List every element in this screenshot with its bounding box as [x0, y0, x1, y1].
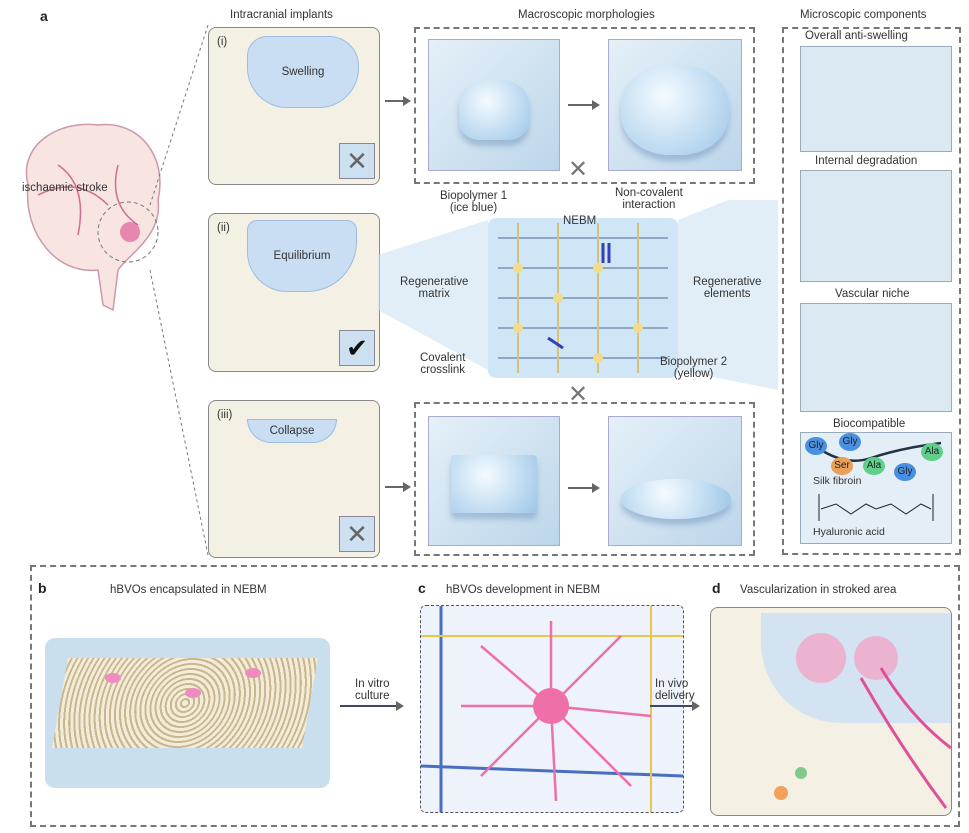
noncovalent-label: Non-covalent interaction	[615, 187, 683, 211]
micro-components-box	[782, 27, 961, 555]
degradation-image	[800, 170, 952, 282]
hbvo-development-image	[420, 605, 684, 813]
check-icon: ✔	[339, 330, 375, 366]
residue-ala: Ala	[921, 443, 943, 461]
roman-ii: (ii)	[217, 222, 230, 234]
arrow	[385, 96, 411, 106]
macro-swelling-box	[414, 27, 755, 184]
residue-gly: Gly	[805, 437, 827, 455]
brain-illustration	[18, 105, 168, 315]
micro-label-2: Vascular niche	[835, 288, 910, 300]
gel-collapsed	[608, 416, 742, 546]
arrow	[340, 701, 404, 711]
implant-equilibrium: Equilibrium	[247, 220, 357, 292]
implant-panel-swelling: (i) Swelling ✕	[208, 27, 380, 185]
light-beams	[378, 200, 778, 390]
gel-before	[428, 39, 560, 171]
micro-label-1: Internal degradation	[815, 155, 918, 167]
residue-ser: Ser	[831, 457, 853, 475]
roman-iii: (iii)	[217, 409, 233, 421]
panel-d-title: Vascularization in stroked area	[740, 584, 897, 596]
implant-panel-equilibrium: (ii) Equilibrium ✔	[208, 213, 380, 372]
residue-gly: Gly	[839, 433, 861, 451]
arrow	[650, 701, 700, 711]
biocompatible-image: Gly Gly Ser Ala Gly Ala Silk fibroin Hya…	[800, 432, 952, 544]
covalent-label: Covalent crosslink	[420, 352, 466, 376]
panel-b-title: hBVOs encapsulated in NEBM	[110, 584, 267, 596]
panel-c-letter: c	[418, 580, 426, 596]
arrow	[385, 482, 411, 492]
panel-b-letter: b	[38, 580, 47, 596]
vascularization-image	[710, 607, 952, 816]
in-vivo-label: In vivo delivery	[655, 678, 695, 702]
brain-label: ischaemic stroke	[22, 182, 108, 194]
regenerative-elements-label: Regenerative elements	[693, 276, 762, 300]
nebm-implant	[761, 613, 951, 723]
implant-panel-collapse: (iii) Collapse ✕	[208, 400, 380, 558]
biopolymer2-label: Biopolymer 2 (yellow)	[660, 356, 728, 380]
implant-collapse: Collapse	[247, 419, 337, 443]
panel-a-letter: a	[40, 8, 48, 24]
nebm-scaffold-image	[45, 628, 330, 798]
nebm-title: NEBM	[563, 215, 597, 227]
panel-d-letter: d	[712, 580, 721, 596]
arrow	[568, 483, 600, 493]
gel-cube	[428, 416, 560, 546]
cross-icon: ✕	[339, 143, 375, 179]
micro-label-0: Overall anti-swelling	[805, 30, 908, 42]
panel-c-title: hBVOs development in NEBM	[446, 584, 601, 596]
nebm-cube	[488, 218, 678, 378]
biopolymer1-label: Biopolymer 1 (ice blue)	[440, 190, 508, 214]
implant-swelling: Swelling	[247, 36, 359, 108]
bottom-box	[30, 565, 960, 827]
silk-fibroin-label: Silk fibroin	[813, 475, 862, 487]
header-macro: Macroscopic morphologies	[518, 9, 655, 21]
header-micro: Microscopic components	[800, 9, 927, 21]
regenerative-matrix-label: Regenerative matrix	[400, 276, 469, 300]
vascular-niche-image	[800, 303, 952, 412]
macro-collapse-box	[414, 402, 755, 556]
blocked-arrow-icon: ✕	[568, 381, 589, 408]
residue-gly: Gly	[894, 463, 916, 481]
arrow	[568, 100, 600, 110]
micro-label-3: Biocompatible	[833, 418, 906, 430]
header-implants: Intracranial implants	[230, 9, 333, 21]
residue-ala: Ala	[863, 457, 885, 475]
anti-swelling-image	[800, 46, 952, 152]
cross-icon: ✕	[339, 516, 375, 552]
roman-i: (i)	[217, 36, 228, 48]
gel-swollen	[608, 39, 742, 171]
blocked-arrow-icon: ✕	[568, 156, 589, 183]
hyaluronic-acid-structure	[818, 494, 934, 521]
in-vitro-label: In vitro culture	[355, 678, 390, 702]
hyaluronic-acid-label: Hyaluronic acid	[813, 526, 885, 538]
